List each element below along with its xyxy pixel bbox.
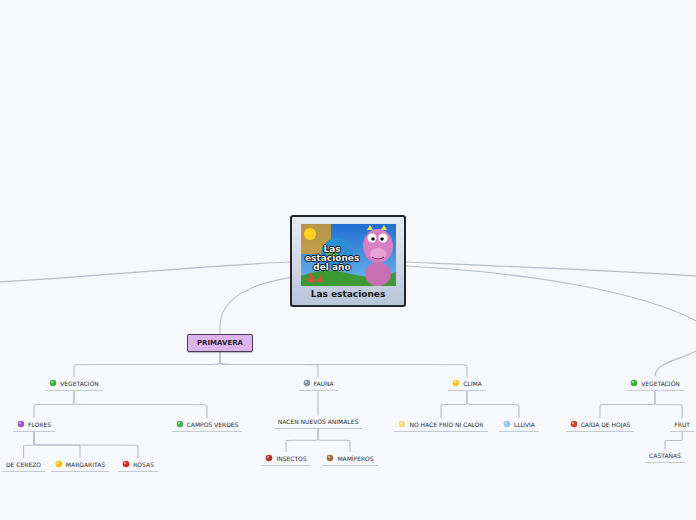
topic-icon — [452, 379, 460, 387]
branch-connector — [34, 432, 138, 458]
topic-icon — [503, 420, 511, 428]
topic-text: ROSAS — [133, 461, 154, 468]
subtopic: CAÍDA DE HOJAS — [566, 418, 635, 432]
topic-icon — [398, 420, 406, 428]
subtopic: VEGETACIÓN — [626, 377, 684, 391]
branch-connector — [317, 391, 318, 416]
subtopic: LLUVIA — [499, 418, 539, 432]
topic-text: FAUNA — [314, 380, 334, 387]
branch-connector — [220, 278, 290, 334]
topic-text: NACEN NUEVOS ANIMALES — [278, 418, 359, 425]
subtopic: CAMPOS VERDES — [172, 418, 243, 432]
subtopic: NACEN NUEVOS ANIMALES — [274, 416, 363, 429]
topic-icon — [303, 379, 311, 387]
topic-text: FLORES — [28, 421, 51, 428]
branch-connector — [665, 432, 682, 450]
topic-text: FRUT — [674, 421, 690, 428]
subtopic: MAMÍFEROS — [322, 452, 377, 466]
subtopic: FAUNA — [299, 377, 338, 391]
topic-icon — [122, 460, 130, 468]
subtopic: MARGARITAS — [51, 458, 109, 472]
topic-icon — [55, 460, 63, 468]
branch-connector — [34, 391, 74, 418]
topic-text: PRIMAVERA — [197, 339, 243, 347]
topic-icon — [176, 420, 184, 428]
branch-connector — [220, 352, 467, 377]
topic-icon — [326, 454, 334, 462]
topic-icon — [49, 379, 57, 387]
topic-text: CAMPOS VERDES — [187, 421, 239, 428]
branch-connector — [286, 429, 318, 453]
topic-text: DE CEREZO — [6, 461, 41, 468]
topic-text: VEGETACIÓN — [641, 380, 680, 387]
topic-text: NO HACE FRÍO NI CALOR — [409, 421, 483, 428]
topic-text: INSECTOS — [276, 455, 306, 462]
branch-connector — [74, 352, 220, 377]
branch-connector — [24, 432, 34, 459]
subtopic: CLIMA — [448, 377, 486, 391]
branch-line — [655, 350, 696, 376]
topic-text: MAMÍFEROS — [337, 455, 373, 462]
subtopic: DE CEREZO — [2, 459, 45, 472]
central-topic: Las estaciones Las estaciones del año — [290, 215, 406, 307]
topic-text: CASTAÑAS — [649, 452, 681, 459]
topic-icon — [570, 420, 578, 428]
branch-connector — [74, 391, 207, 418]
subtopic: ROSAS — [118, 458, 158, 472]
topic-text: LLUVIA — [514, 421, 535, 428]
topic-text: CLIMA — [463, 380, 482, 387]
topic-text: Las estaciones — [292, 289, 404, 299]
topic-icon — [630, 379, 638, 387]
branch-line — [406, 266, 696, 322]
branch-connector — [600, 391, 655, 418]
branch-line — [0, 262, 290, 282]
subtopic: FLORES — [13, 418, 55, 432]
topic-text: VEGETACIÓN — [60, 380, 99, 387]
branch-connector — [467, 391, 519, 418]
topic-text: MARGARITAS — [66, 461, 105, 468]
subtopic: VEGETACIÓN — [45, 377, 103, 391]
topic-icon — [17, 420, 25, 428]
subtopic: CASTAÑAS — [645, 450, 685, 463]
subtopic: FRUT — [670, 419, 694, 432]
branch-connector — [655, 391, 682, 419]
subtopic: INSECTOS — [261, 452, 310, 466]
branch-connector — [441, 391, 467, 418]
topic-icon — [265, 454, 273, 462]
illustration-title: Las estaciones del año — [305, 245, 359, 272]
branch-connector — [318, 429, 350, 453]
season-topic: PRIMAVERA — [187, 334, 253, 352]
subtopic: NO HACE FRÍO NI CALOR — [394, 418, 487, 432]
topic-text: CAÍDA DE HOJAS — [581, 421, 631, 428]
